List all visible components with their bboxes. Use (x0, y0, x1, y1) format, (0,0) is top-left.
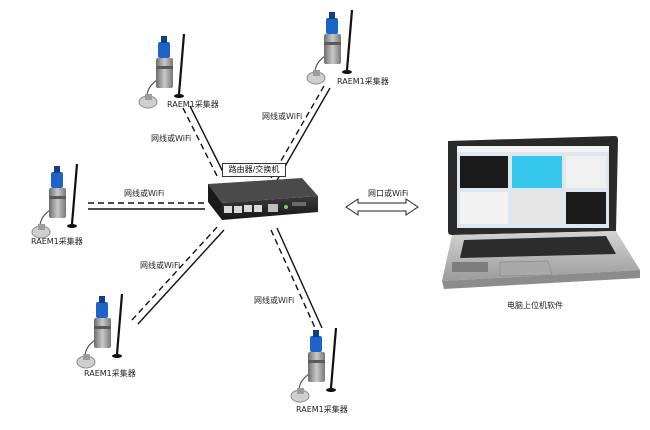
connection-label-bottom-right: 网线或WiFi (254, 296, 295, 305)
pc-link-label: 网口或WiFi (368, 189, 409, 198)
collector-label-top-left: RAEM1采集器 (167, 100, 219, 109)
connection-label-left: 网线或WiFi (124, 189, 165, 198)
collector-label-left: RAEM1采集器 (31, 237, 83, 246)
collector-bottom-right (289, 326, 338, 404)
collector-top-left (137, 32, 186, 110)
collector-label-bottom-left: RAEM1采集器 (84, 369, 136, 378)
connection-label-top-right: 网线或WiFi (262, 112, 303, 121)
connection-label-bottom-left: 网线或WiFi (140, 261, 181, 270)
router-device (208, 178, 318, 220)
collector-label-bottom-right: RAEM1采集器 (296, 405, 348, 414)
pc-label: 电脑上位机软件 (507, 301, 563, 310)
collector-top-right (305, 8, 354, 86)
bidirectional-arrow (345, 198, 419, 216)
router-label: 路由器/交换机 (222, 163, 286, 177)
collector-label-top-right: RAEM1采集器 (337, 77, 389, 86)
connection-label-top-left: 网线或WiFi (151, 134, 192, 143)
collector-bottom-left (75, 292, 124, 370)
laptop (442, 136, 640, 289)
collector-left (30, 162, 79, 240)
